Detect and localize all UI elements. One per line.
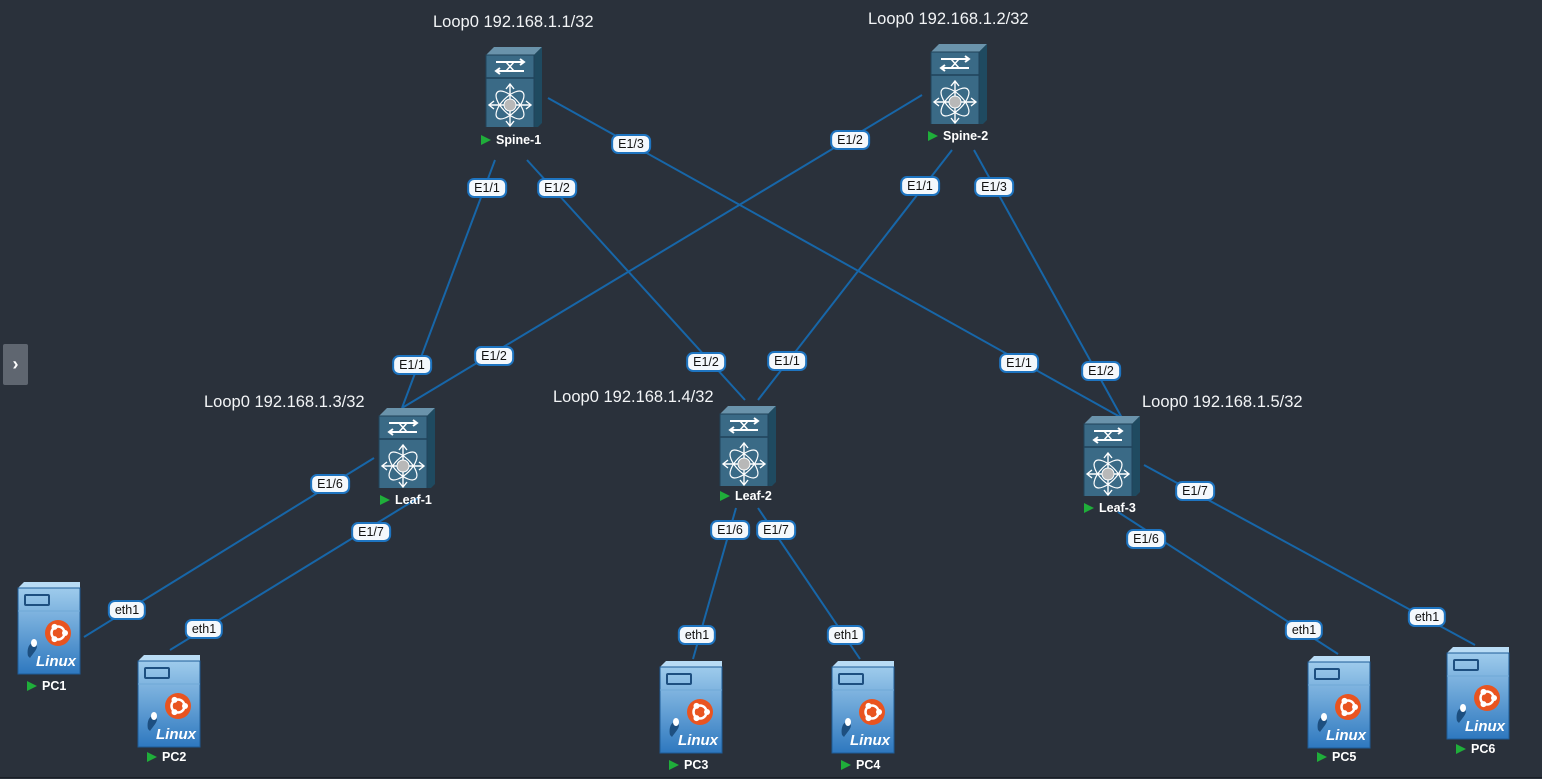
spine1-loopback-label: Loop0 192.168.1.1/32 [433, 13, 594, 31]
canvas-bottom-border [0, 777, 1542, 778]
pc6-linux-text: Linux [1465, 718, 1505, 735]
spine1-name-label[interactable]: Spine-1 [481, 133, 541, 147]
port-label[interactable]: E1/7 [756, 520, 796, 540]
leaf2-name-label[interactable]: Leaf-2 [720, 489, 772, 503]
nexus-switch-icon [485, 46, 543, 127]
switch-spine-1[interactable] [484, 45, 544, 135]
play-icon [481, 135, 491, 145]
port-label[interactable]: E1/6 [1126, 529, 1166, 549]
pc4-name-label[interactable]: PC4 [841, 758, 880, 772]
spine2-loopback-label: Loop0 192.168.1.2/32 [868, 10, 1029, 28]
pc2-linux-text: Linux [156, 726, 196, 743]
port-label[interactable]: E1/2 [686, 352, 726, 372]
leaf2-loopback-label: Loop0 192.168.1.4/32 [553, 388, 714, 406]
port-label[interactable]: E1/7 [351, 522, 391, 542]
port-label[interactable]: E1/1 [767, 351, 807, 371]
switch-leaf-1[interactable] [377, 406, 437, 496]
port-label[interactable]: E1/6 [710, 520, 750, 540]
play-icon [1084, 503, 1094, 513]
port-label[interactable]: E1/6 [310, 474, 350, 494]
port-label[interactable]: E1/3 [974, 177, 1014, 197]
switch-spine-2[interactable] [929, 42, 989, 132]
nexus-switch-icon [1083, 415, 1141, 496]
leaf1-name: Leaf-1 [395, 493, 432, 507]
leaf3-loopback-label: Loop0 192.168.1.5/32 [1142, 393, 1303, 411]
play-icon [928, 131, 938, 141]
pc4-linux-text: Linux [850, 732, 890, 749]
port-label[interactable]: eth1 [184, 619, 224, 639]
port-label[interactable]: E1/2 [474, 346, 514, 366]
spine2-name: Spine-2 [943, 129, 989, 143]
nexus-switch-icon [378, 407, 436, 488]
port-label[interactable]: eth1 [107, 600, 147, 620]
spine1-name: Spine-1 [496, 133, 542, 147]
port-label[interactable]: E1/1 [900, 176, 940, 196]
pc1-linux-text: Linux [36, 653, 76, 670]
play-icon [1456, 744, 1466, 754]
play-icon [669, 760, 679, 770]
port-label[interactable]: E1/2 [1081, 361, 1121, 381]
sidebar-toggle-button[interactable]: › [3, 344, 28, 385]
nexus-switch-icon [930, 43, 988, 124]
pc5-name: PC5 [1332, 750, 1357, 764]
leaf1-name-label[interactable]: Leaf-1 [380, 493, 432, 507]
play-icon [1317, 752, 1327, 762]
port-label[interactable]: E1/7 [1175, 481, 1215, 501]
pc3-name-label[interactable]: PC3 [669, 758, 708, 772]
port-label[interactable]: E1/1 [467, 178, 507, 198]
port-label[interactable]: eth1 [1407, 607, 1447, 627]
port-label[interactable]: E1/2 [537, 178, 577, 198]
port-label[interactable]: E1/3 [611, 134, 651, 154]
pc5-linux-text: Linux [1326, 727, 1366, 744]
pc2-name: PC2 [162, 750, 187, 764]
pc6-name-label[interactable]: PC6 [1456, 742, 1495, 756]
port-label[interactable]: E1/1 [392, 355, 432, 375]
switch-leaf-2[interactable] [718, 404, 778, 494]
pc1-name: PC1 [42, 679, 67, 693]
play-icon [27, 681, 37, 691]
play-icon [841, 760, 851, 770]
play-icon [147, 752, 157, 762]
pc5-name-label[interactable]: PC5 [1317, 750, 1356, 764]
port-label[interactable]: eth1 [677, 625, 717, 645]
pc1-name-label[interactable]: PC1 [27, 679, 66, 693]
play-icon [720, 491, 730, 501]
pc4-name: PC4 [856, 758, 881, 772]
nexus-switch-icon [719, 405, 777, 486]
leaf3-name: Leaf-3 [1099, 501, 1136, 515]
leaf3-name-label[interactable]: Leaf-3 [1084, 501, 1136, 515]
leaf2-name: Leaf-2 [735, 489, 772, 503]
port-label[interactable]: E1/2 [830, 130, 870, 150]
play-icon [380, 495, 390, 505]
port-label[interactable]: eth1 [1284, 620, 1324, 640]
port-label[interactable]: eth1 [826, 625, 866, 645]
port-label[interactable]: E1/1 [999, 353, 1039, 373]
pc6-name: PC6 [1471, 742, 1496, 756]
pc3-name: PC3 [684, 758, 709, 772]
spine2-name-label[interactable]: Spine-2 [928, 129, 988, 143]
pc3-linux-text: Linux [678, 732, 718, 749]
pc2-name-label[interactable]: PC2 [147, 750, 186, 764]
chevron-right-icon: › [12, 354, 19, 374]
leaf1-loopback-label: Loop0 192.168.1.3/32 [204, 393, 365, 411]
switch-leaf-3[interactable] [1082, 414, 1142, 504]
